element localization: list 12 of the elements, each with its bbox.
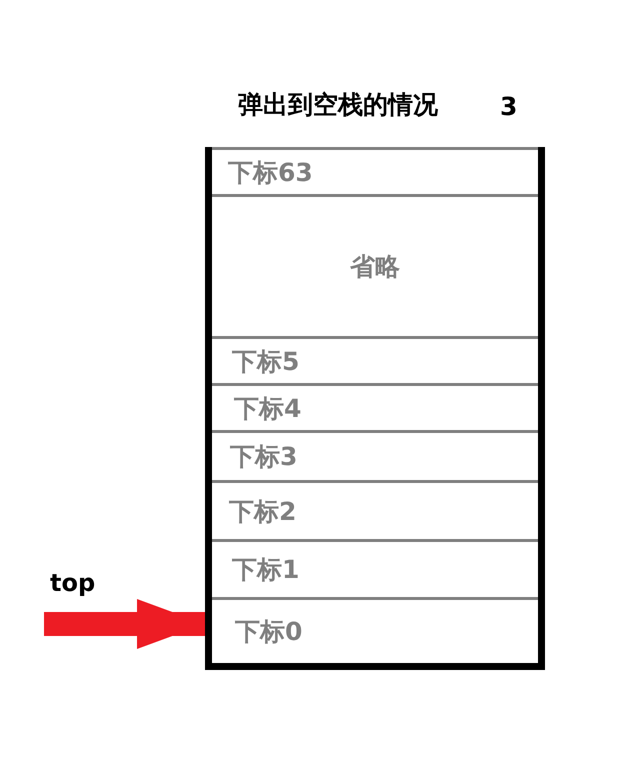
- index-label: 下标4: [234, 392, 302, 424]
- index-label: 下标3: [230, 441, 298, 473]
- index-label: 下标63: [228, 156, 313, 188]
- index-label: 下标0: [235, 616, 302, 648]
- arrow: [44, 599, 205, 649]
- index-label: 下标1: [232, 554, 300, 586]
- index-label: 省略: [350, 251, 400, 283]
- number-label: 3: [500, 92, 518, 121]
- stack-container: [205, 147, 545, 670]
- index-label: 下标2: [229, 496, 296, 528]
- title: 弹出到空栈的情况: [238, 89, 438, 121]
- index-label: 下标5: [232, 346, 300, 378]
